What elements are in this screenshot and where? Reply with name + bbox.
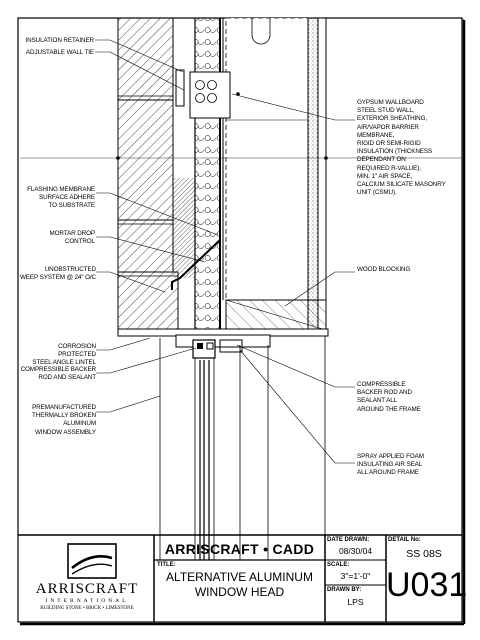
label-weep-system: UNOBSTRUCTED WEEP SYSTEM @ 24" O/C [19,266,96,282]
label-wall-assembly: GYPSUM WALLBOARD STEEL STUD WALL, EXTERI… [357,99,446,197]
label-mortar-drop-control: MORTAR DROP CONTROL [49,230,95,246]
drawn-by-value: LPS [347,597,364,607]
drawn-by-label: DRAWN BY: [327,587,362,593]
label-window-assembly: PREMANUFACTURED THERMALLY BROKEN ALUMINU… [32,404,96,436]
detail-number: SS 08S [406,548,442,560]
scale-label: SCALE: [327,562,350,568]
logo-sub: INTERNATIONAL [45,598,129,604]
label-backer-rod-all-around: COMPRESSIBLE BACKER ROD AND SEALANT ALL … [357,381,421,413]
label-flashing-membrane: FLASHING MEMBRANE SURFACE ADHERE TO SUBS… [27,186,95,210]
sheet-number: U031 [386,566,468,604]
detail-label: DETAIL No: [388,537,421,543]
label-backer-rod-sealant: COMPRESSIBLE BACKER ROD AND SEALANT [20,366,97,382]
logo-name: ARRISCRAFT [35,581,139,597]
logo-tagline: BUILDING STONE • BRICK • LIMESTONE [40,606,134,611]
label-wood-blocking: WOOD BLOCKING [357,266,411,273]
title-block [18,534,462,622]
label-adjustable-wall-tie: ADJUSTABLE WALL TIE [25,49,94,56]
label-steel-angle-lintel: CORROSION PROTECTED STEEL ANGLE LINTEL [32,343,96,367]
wall-section [20,17,462,560]
label-spray-foam: SPRAY APPLIED FOAM INSULATING AIR SEAL A… [357,453,424,477]
company-name: ARRISCRAFT • CADD [164,541,315,557]
leader-lines [95,39,355,464]
company-logo-mark [67,543,117,579]
scale-value: 3"=1'-0" [340,571,371,581]
date-label: DATE DRAWN: [327,537,370,543]
date-value: 08/30/04 [338,546,373,556]
drawing-title: ALTERNATIVE ALUMINUM WINDOW HEAD [166,570,313,599]
label-insulation-retainer: INSULATION RETAINER [25,37,94,44]
title-label: TITLE: [157,562,176,568]
